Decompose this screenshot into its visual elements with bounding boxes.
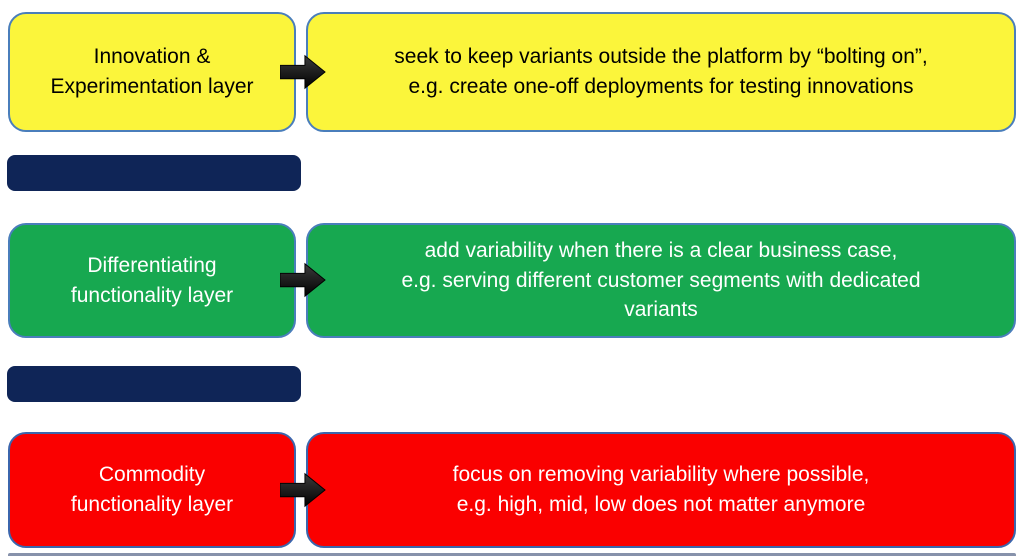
differentiating-layer-label-box: Differentiating functionality layer (8, 223, 296, 338)
innovation-layer-label-box: Innovation & Experimentation layer (8, 12, 296, 132)
separator-bar (7, 155, 301, 191)
separator-bar (7, 366, 301, 402)
innovation-layer-description-box: seek to keep variants outside the platfo… (306, 12, 1016, 132)
commodity-layer-description-box: focus on removing variability where poss… (306, 432, 1016, 548)
commodity-layer-label-box: Commodity functionality layer (8, 432, 296, 548)
right-arrow-icon (280, 469, 326, 511)
separator-bar-partial (8, 553, 1016, 556)
right-arrow-icon (280, 51, 326, 93)
differentiating-layer-description-box: add variability when there is a clear bu… (306, 223, 1016, 338)
right-arrow-icon (280, 259, 326, 301)
